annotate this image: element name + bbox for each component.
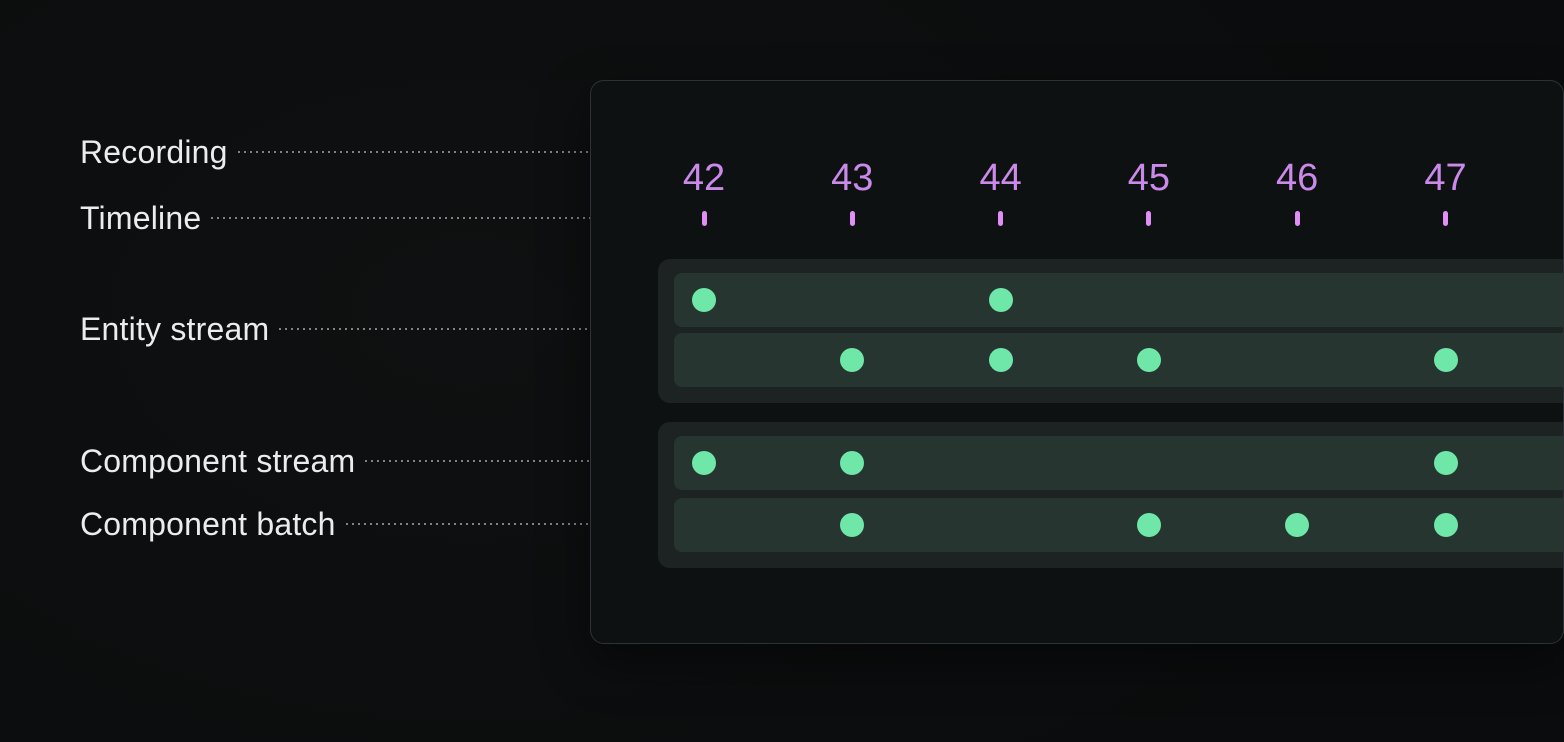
component-stream-leader-line [365, 460, 676, 462]
timeline-tick-mark [1146, 211, 1152, 226]
component-batch-dot [840, 451, 865, 475]
component-stream-row [674, 333, 1563, 387]
timeline-tick-mark [998, 211, 1004, 226]
component-batch-dot [1433, 513, 1458, 537]
component-batch-dot [1433, 348, 1458, 372]
recording-label: Recording [80, 134, 228, 170]
component-batch-dot [1136, 513, 1161, 537]
component-stream-row [674, 498, 1563, 552]
component-batch-dot [840, 513, 865, 537]
timeline-tick-label: 46 [1276, 157, 1319, 199]
recording-leader-line [237, 151, 590, 153]
component-stream-row [674, 436, 1563, 490]
component-batch-dot [1136, 348, 1161, 372]
component-batch-dot [1433, 451, 1458, 475]
entity-stream-1 [658, 259, 1563, 403]
label-row-recording: Recording [80, 134, 590, 170]
timeline-label: Timeline [80, 200, 202, 236]
timeline-tick-label: 42 [682, 157, 726, 199]
label-row-entity-stream: Entity stream [80, 311, 657, 347]
timeline-tick-mark [1294, 211, 1300, 226]
label-row-timeline: Timeline [80, 200, 694, 236]
timeline-tick-mark [1443, 211, 1448, 226]
component-batch-dot [840, 348, 865, 372]
timeline-tick-label: 44 [979, 157, 1022, 199]
recording-panel: 42 43 44 45 46 47 [590, 80, 1564, 644]
timeline-tick-mark [701, 211, 707, 226]
component-batch-dot [988, 348, 1013, 372]
entity-stream-label: Entity stream [80, 311, 270, 347]
timeline-tick-label: 43 [831, 157, 874, 199]
label-row-component-batch: Component batch [80, 506, 837, 542]
entity-stream-2 [658, 422, 1563, 568]
entity-stream-leader-line [279, 328, 657, 330]
timeline-leader-line [211, 217, 694, 219]
timeline-tick-label: 45 [1127, 157, 1171, 199]
timeline-tick-mark [849, 211, 855, 226]
component-batch-dot [692, 288, 716, 312]
label-row-component-stream: Component stream [80, 443, 676, 479]
component-batch-dot [692, 451, 716, 475]
recording-panel-content: 42 43 44 45 46 47 [591, 81, 1563, 643]
component-batch-dot [1285, 513, 1310, 537]
component-stream-label: Component stream [80, 443, 356, 479]
timeline-tick-label: 47 [1424, 157, 1467, 199]
component-stream-row [674, 273, 1563, 327]
component-batch-dot [988, 288, 1013, 312]
component-batch-label: Component batch [80, 506, 336, 542]
